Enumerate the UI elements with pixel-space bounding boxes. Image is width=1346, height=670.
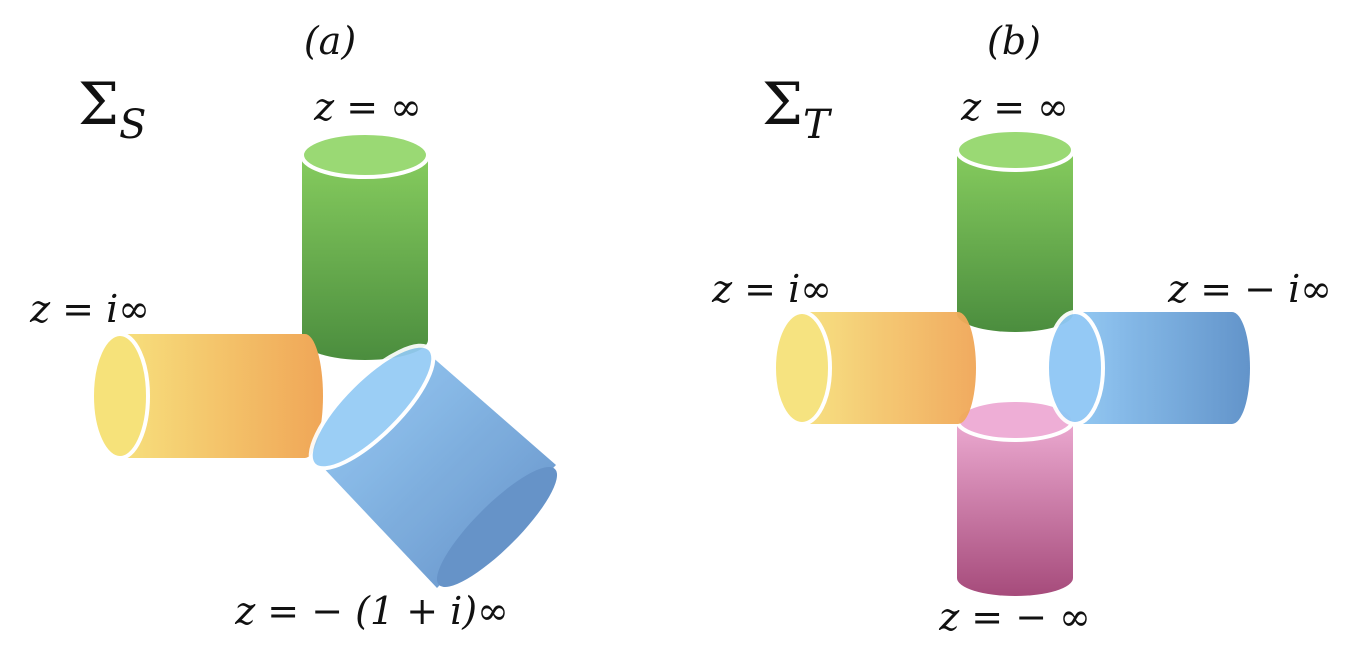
label-b-left: z = i∞: [711, 267, 832, 311]
panel-a: (a) ΣS z = ∞ z = i∞ z = − (1 + i)∞: [29, 19, 558, 633]
panel-b: (b) ΣT z = ∞ z = i∞ z = − i∞ z = − ∞: [711, 19, 1332, 639]
surface-symbol-a: ΣS: [78, 70, 146, 148]
label-b-bottom: z = − ∞: [938, 595, 1091, 639]
cylinder-a-blue: [308, 343, 558, 588]
cylinder-b-blue: [1045, 310, 1250, 426]
cylinder-b-orange: [772, 310, 976, 426]
label-a-bottom: z = − (1 + i)∞: [234, 589, 509, 633]
panel-b-tag: (b): [987, 19, 1041, 63]
cylinder-a-green: [300, 131, 430, 360]
cylinder-b-pink: [955, 398, 1075, 596]
cylinder-a-orange: [90, 332, 323, 460]
label-b-top: z = ∞: [960, 85, 1069, 129]
label-a-left: z = i∞: [29, 287, 150, 331]
panel-a-tag: (a): [304, 19, 356, 63]
label-a-top: z = ∞: [313, 85, 422, 129]
cylinder-b-green: [955, 128, 1075, 332]
label-b-right: z = − i∞: [1167, 267, 1332, 311]
surface-symbol-b: ΣT: [762, 70, 833, 148]
